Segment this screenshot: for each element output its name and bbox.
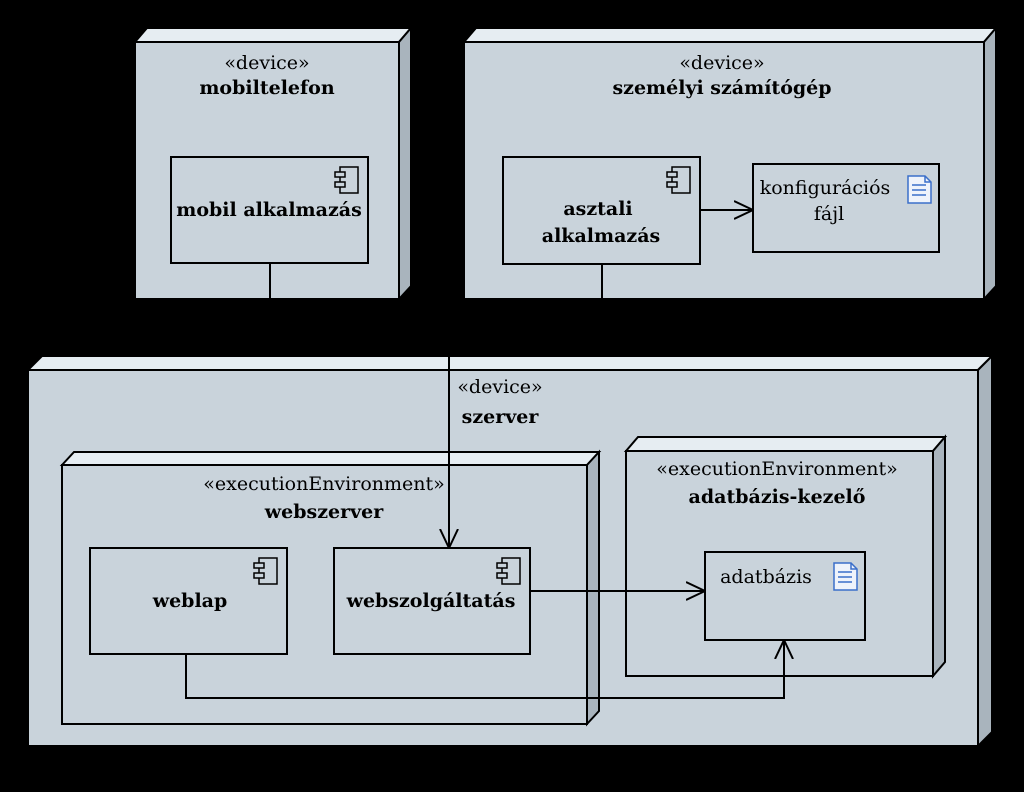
component-icon: [496, 557, 521, 585]
component-webszolgaltatas[interactable]: webszolgáltatás: [333, 547, 531, 655]
artifact-label: adatbázis: [720, 566, 812, 588]
connectors: [185, 210, 784, 699]
exec-env-stereotype: «executionEnvironment»: [656, 458, 898, 480]
artifact-konfiguracios-fajl[interactable]: konfigurációs fájl: [752, 163, 940, 253]
document-icon: [833, 562, 858, 591]
artifact-adatbazis[interactable]: adatbázis: [704, 551, 866, 641]
component-asztali-alkalmazas[interactable]: asztali alkalmazás: [502, 156, 701, 265]
component-label: weblap: [152, 590, 228, 612]
node-stereotype: «device»: [457, 376, 542, 398]
artifact-label-line1: konfigurációs: [760, 177, 891, 199]
artifact-label-line2: fájl: [814, 203, 844, 225]
component-label-line1: asztali: [563, 198, 632, 220]
node-stereotype: «device»: [679, 52, 764, 74]
node-name: szerver: [462, 406, 540, 428]
component-label: mobil alkalmazás: [176, 199, 362, 221]
document-icon: [907, 175, 932, 204]
dependency-weblap-to-db: [185, 641, 784, 699]
component-weblap[interactable]: weblap: [89, 547, 288, 655]
exec-env-name: webszerver: [264, 501, 384, 523]
component-label: webszolgáltatás: [346, 590, 516, 612]
component-label-line2: alkalmazás: [542, 225, 660, 247]
exec-env-name: adatbázis-kezelő: [689, 486, 866, 508]
component-icon: [253, 557, 278, 585]
node-stereotype: «device»: [224, 52, 309, 74]
node-name: személyi számítógép: [612, 77, 831, 99]
exec-env-stereotype: «executionEnvironment»: [203, 473, 445, 495]
node-name: mobiltelefon: [199, 77, 335, 99]
component-icon: [666, 166, 691, 194]
component-icon: [334, 166, 359, 194]
component-mobil-alkalmazas[interactable]: mobil alkalmazás: [170, 156, 369, 264]
